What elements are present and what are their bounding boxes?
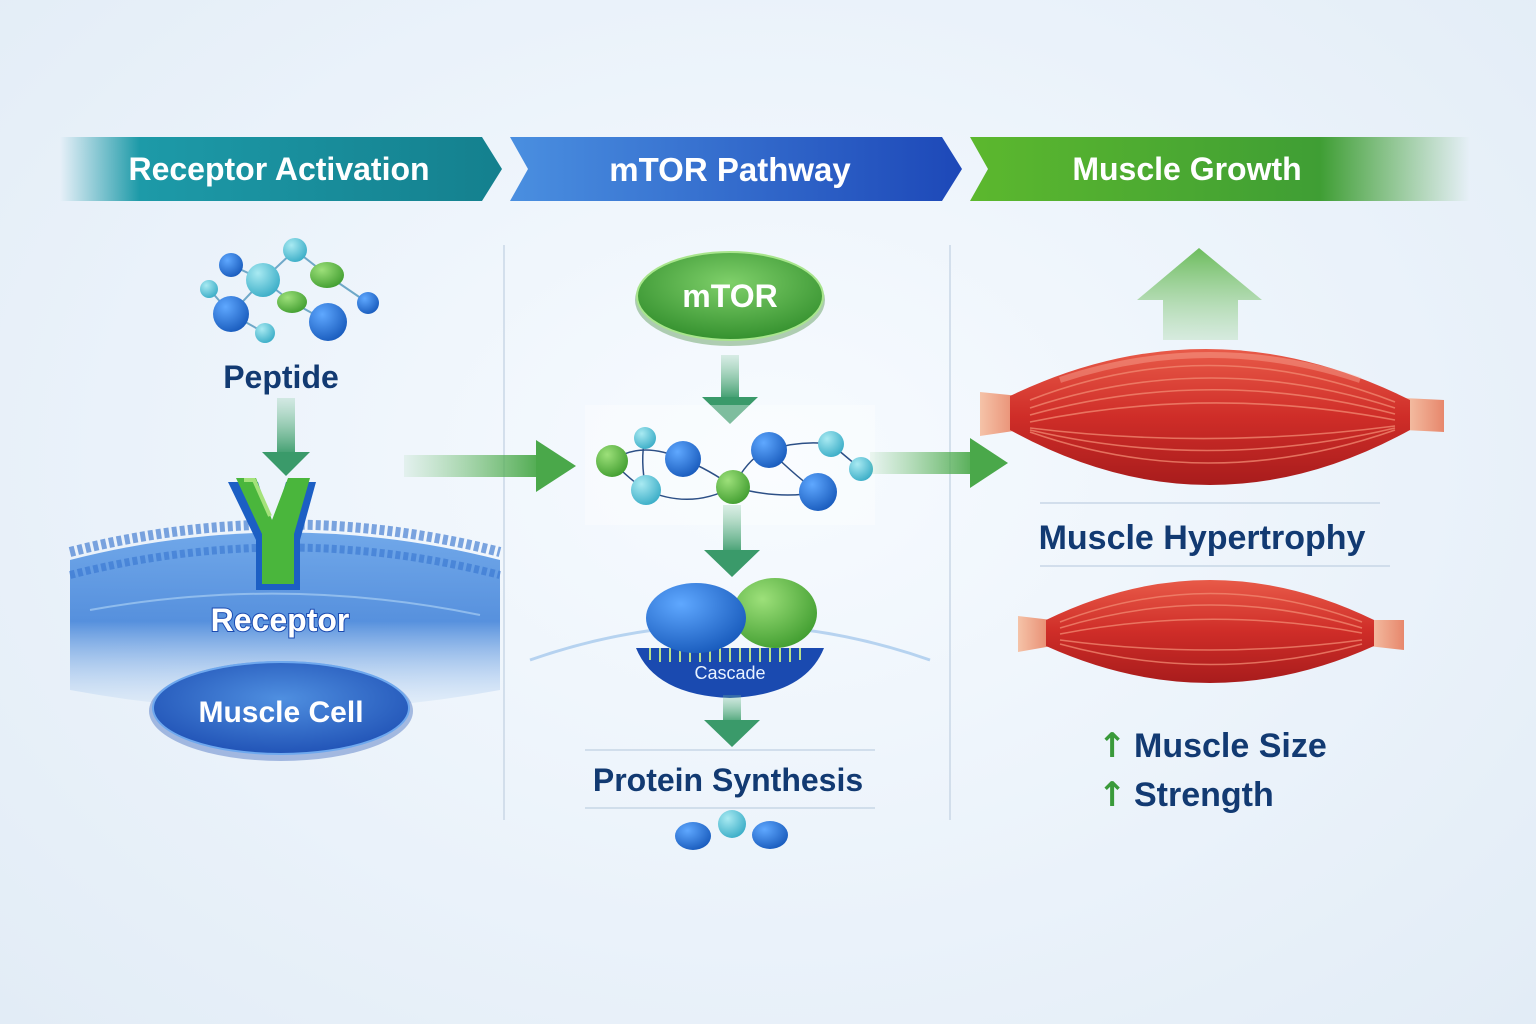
large-muscle-icon	[980, 348, 1444, 485]
muscle-size-item: ↑ Muscle Size	[1098, 726, 1327, 766]
banner-receptor-activation: Receptor Activation	[60, 137, 502, 201]
arrow-cascade-down	[704, 695, 760, 747]
small-muscle-icon	[1018, 580, 1404, 683]
banner-receptor-activation-label: Receptor Activation	[128, 151, 429, 187]
cascade-label: Cascade	[694, 663, 765, 683]
muscle-size-label: Muscle Size	[1134, 727, 1327, 765]
arrow-network-down	[704, 505, 760, 577]
up-arrow-icon: ↑	[1098, 775, 1127, 815]
banner-muscle-growth: Muscle Growth	[970, 137, 1470, 201]
receptor-icon	[228, 478, 316, 590]
peptide-molecule-icon	[200, 238, 379, 343]
arrow-peptide-to-receptor	[262, 398, 310, 476]
strength-item: ↑ Strength	[1098, 775, 1274, 815]
muscle-cell-label: Muscle Cell	[198, 696, 363, 729]
arrow-pathway-to-growth	[870, 438, 1008, 488]
cascade-complex-icon: Cascade	[529, 578, 931, 698]
muscle-cell-pill: Muscle Cell	[149, 661, 413, 761]
muscle-hypertrophy-label: Muscle Hypertrophy	[1039, 519, 1366, 557]
mtor-node: mTOR	[635, 251, 825, 346]
receptor-label: Receptor	[211, 602, 350, 638]
protein-chain-icon	[675, 810, 788, 850]
protein-synthesis-label: Protein Synthesis	[593, 762, 863, 798]
banner-mtor-pathway: mTOR Pathway	[510, 137, 962, 201]
banner-muscle-growth-label: Muscle Growth	[1072, 151, 1301, 187]
growth-up-arrow-icon	[1137, 248, 1262, 340]
peptide-label: Peptide	[223, 359, 339, 395]
arrow-mtor-down	[702, 355, 758, 424]
arrow-receptor-to-pathway	[404, 440, 576, 492]
banner-mtor-pathway-label: mTOR Pathway	[609, 151, 851, 188]
strength-label: Strength	[1134, 776, 1274, 814]
up-arrow-icon: ↑	[1098, 726, 1127, 766]
mtor-label: mTOR	[682, 278, 777, 314]
